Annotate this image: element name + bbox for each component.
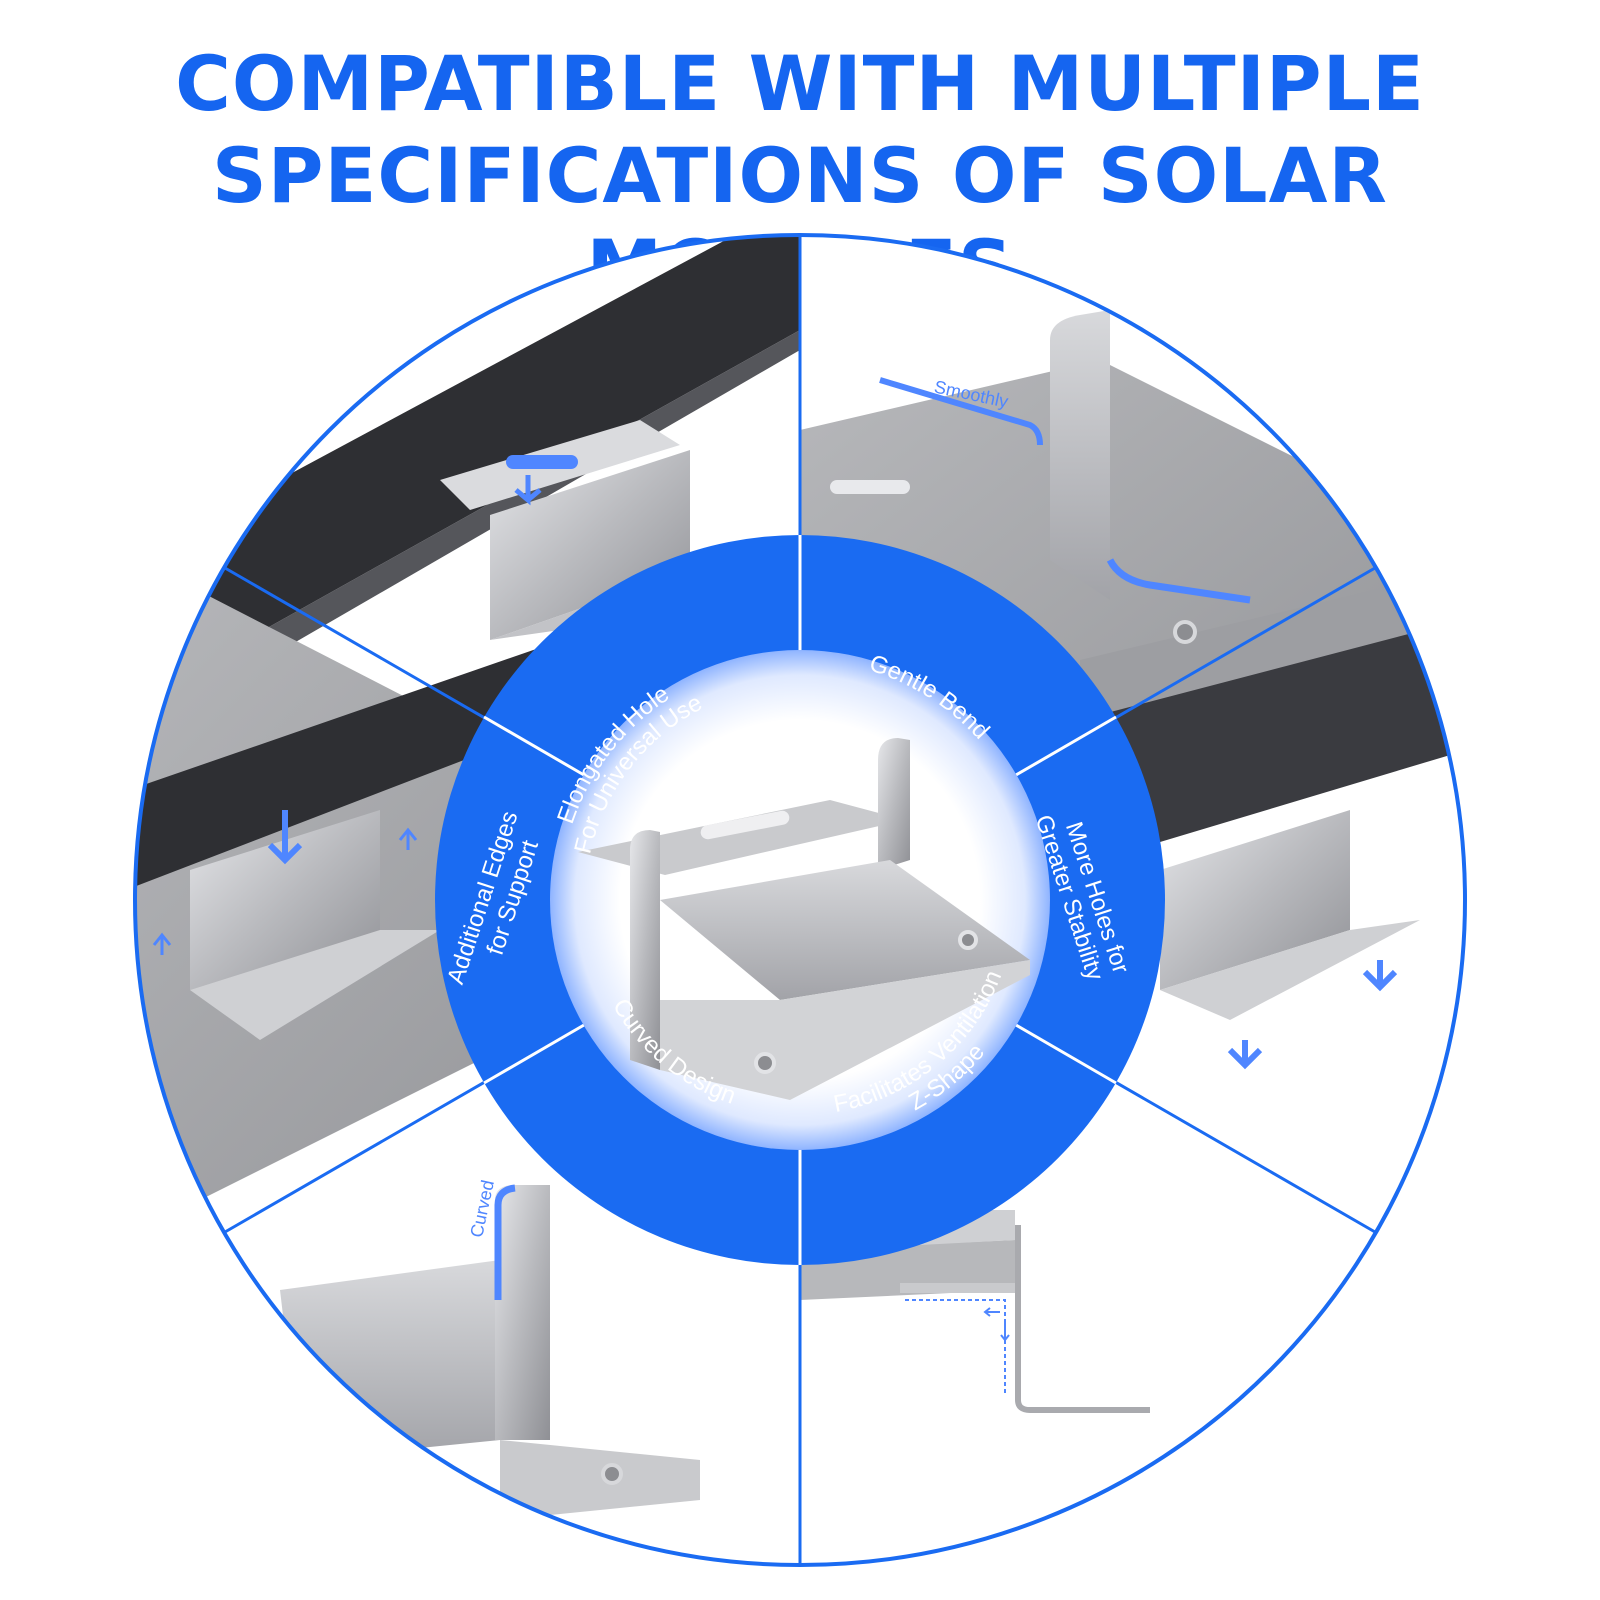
center-bracket xyxy=(578,738,1030,1100)
arrow-up-icon xyxy=(398,827,418,850)
arrow-down-icon xyxy=(1362,960,1398,992)
ring-dividers xyxy=(483,535,1117,1265)
bracket-illustration xyxy=(830,310,1251,644)
arrow-up-icon xyxy=(152,932,172,955)
bracket-illustration xyxy=(1160,810,1420,1070)
bracket-illustrations xyxy=(152,310,1420,1520)
arrow-down-icon xyxy=(1227,1040,1263,1070)
arrow-down-icon xyxy=(267,810,303,865)
arrow-down-icon xyxy=(514,475,542,506)
outer-ring xyxy=(133,233,1467,1567)
bracket-illustration xyxy=(152,810,440,1040)
page-title: COMPATIBLE WITH MULTIPLE SPECIFICATIONS … xyxy=(0,38,1600,314)
title-line-1: COMPATIBLE WITH MULTIPLE xyxy=(175,39,1425,128)
